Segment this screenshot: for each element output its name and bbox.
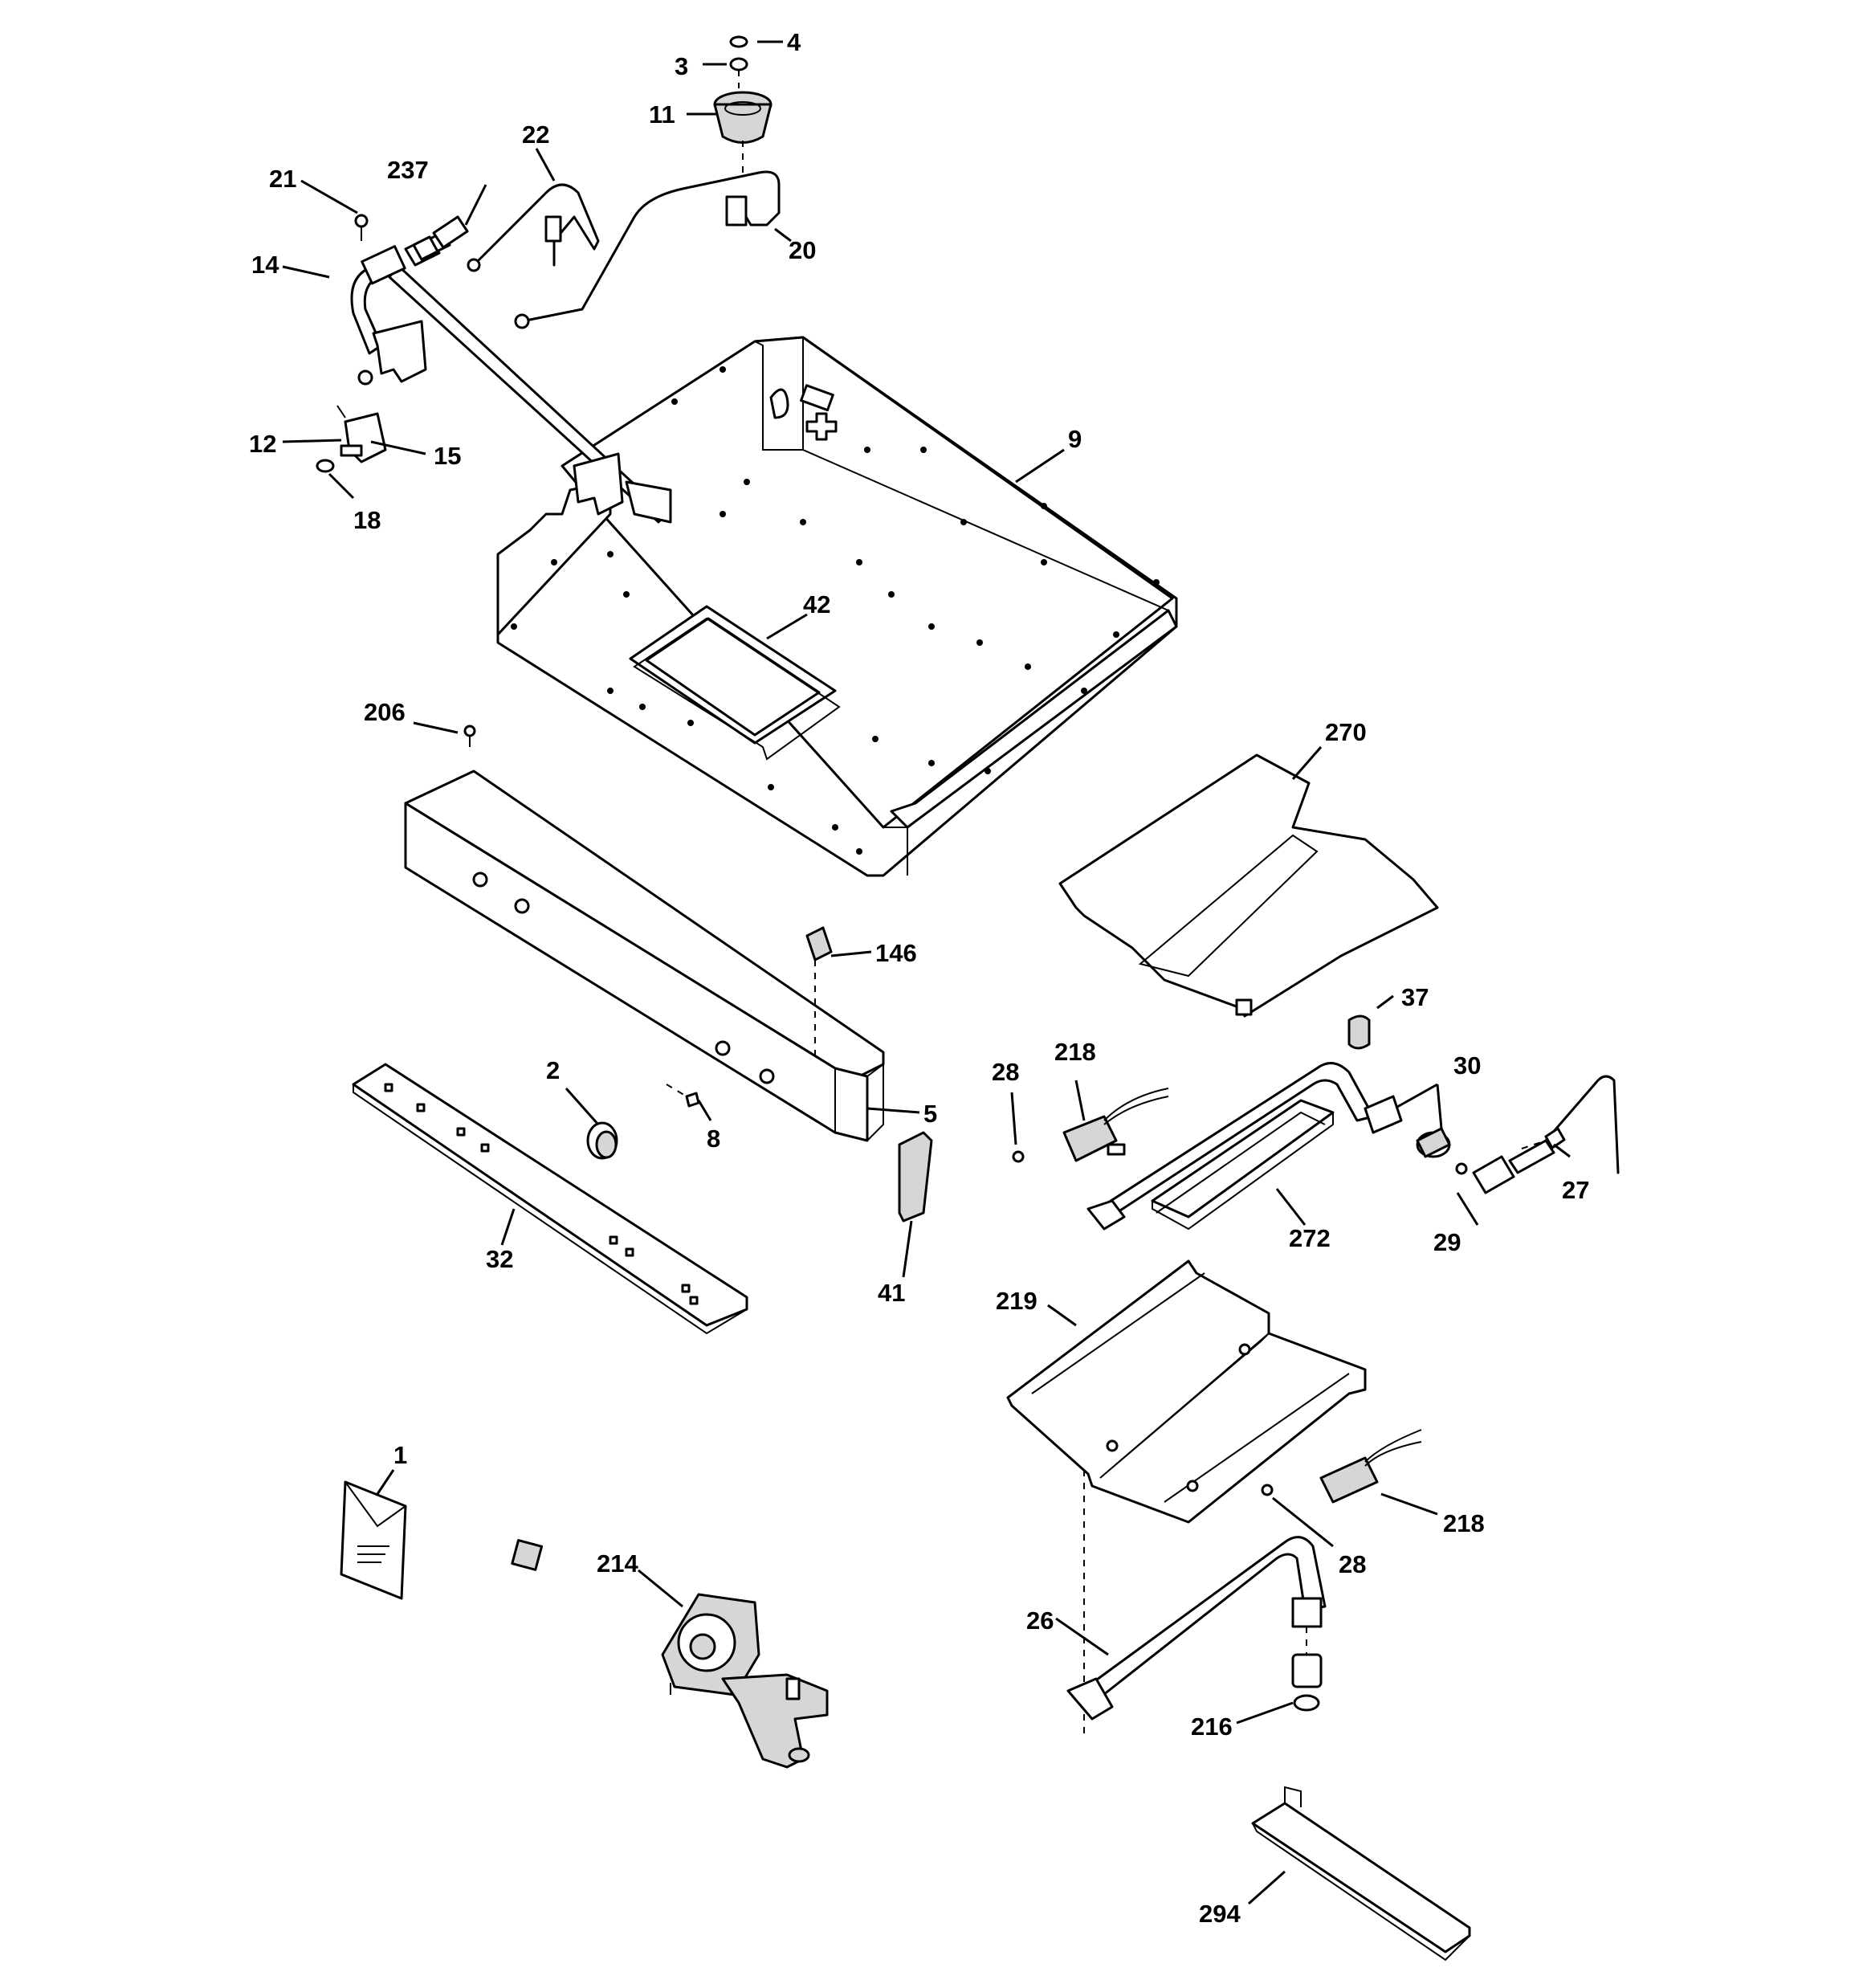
knob-part-2 (586, 1121, 618, 1160)
label-8: 8 (707, 1125, 720, 1153)
tube-part-20 (514, 170, 781, 329)
label-18: 18 (353, 506, 381, 534)
clip-part-37 (1347, 1014, 1371, 1050)
label-30: 30 (1453, 1051, 1481, 1080)
label-14: 14 (251, 251, 279, 279)
screw-part-21 (354, 214, 369, 241)
label-32: 32 (486, 1245, 513, 1273)
manifold-part-14 (350, 231, 672, 524)
label-216: 216 (1191, 1712, 1233, 1741)
screw-part-206 (463, 725, 476, 747)
trim-strip-part-32 (352, 1063, 748, 1335)
igniter-part-218-lower (1319, 1429, 1422, 1504)
mounting-holes (511, 366, 1160, 855)
label-29: 29 (1433, 1228, 1461, 1256)
label-5: 5 (923, 1100, 937, 1128)
label-21: 21 (269, 165, 296, 193)
label-237: 237 (387, 156, 429, 184)
leader-lines (282, 40, 1571, 1905)
label-37: 37 (1401, 983, 1429, 1011)
screw-part-28-lower (1261, 1484, 1274, 1496)
label-11: 11 (649, 100, 675, 129)
label-218-lower: 218 (1443, 1509, 1485, 1537)
bake-burner-part-26 (1066, 1536, 1327, 1721)
label-28-lower: 28 (1339, 1550, 1366, 1578)
label-272: 272 (1289, 1224, 1331, 1252)
label-26: 26 (1026, 1606, 1054, 1635)
broil-burner-upper (1086, 1062, 1403, 1231)
gas-tube-part-27 (1521, 1075, 1620, 1174)
label-12: 12 (249, 430, 276, 458)
label-218-upper: 218 (1054, 1038, 1096, 1066)
trim-part-294 (1251, 1786, 1471, 1961)
manifold-panel-part-5 (404, 769, 885, 1142)
label-28-upper: 28 (992, 1058, 1019, 1086)
screw-part-8 (666, 1084, 700, 1108)
label-219: 219 (996, 1287, 1037, 1315)
clip-part-146 (805, 926, 833, 1060)
label-20: 20 (789, 236, 816, 264)
label-1: 1 (393, 1441, 407, 1469)
thermostat-valve-part-214 (511, 1539, 829, 1769)
label-4: 4 (787, 28, 801, 56)
top-burner-part-11 (713, 35, 773, 173)
end-cap-part-41 (898, 1131, 933, 1223)
igniter-part-218-upper (1062, 1088, 1169, 1162)
label-214: 214 (597, 1549, 638, 1578)
orifice-part-216 (1291, 1653, 1323, 1712)
orifice-part-30 (1416, 1127, 1451, 1158)
label-42: 42 (803, 590, 830, 618)
heat-shield-part-270 (1058, 753, 1439, 1018)
literature-part-1 (340, 1480, 407, 1600)
label-15: 15 (434, 442, 461, 470)
label-206: 206 (364, 698, 406, 726)
flame-spreader-part-272 (1151, 1099, 1335, 1231)
label-270: 270 (1325, 718, 1367, 746)
fitting-part-237 (412, 184, 487, 261)
label-9: 9 (1068, 425, 1082, 453)
label-3: 3 (675, 52, 688, 80)
tube-part-22 (467, 183, 600, 272)
orifice-part-29 (1455, 1139, 1555, 1194)
label-2: 2 (546, 1056, 560, 1084)
label-22: 22 (522, 120, 549, 149)
label-294: 294 (1199, 1900, 1241, 1928)
label-146: 146 (875, 939, 917, 967)
label-41: 41 (878, 1279, 905, 1307)
burner-box-part-9 (496, 336, 1178, 877)
callout-labels: 4 3 11 22 237 21 14 20 9 12 15 18 42 206… (249, 28, 1589, 1928)
screw-part-28-upper (1012, 1150, 1025, 1163)
bottom-shield-part-219 (1006, 1259, 1367, 1735)
orifice-holder-part-12 (316, 369, 387, 473)
label-27: 27 (1562, 1176, 1589, 1204)
